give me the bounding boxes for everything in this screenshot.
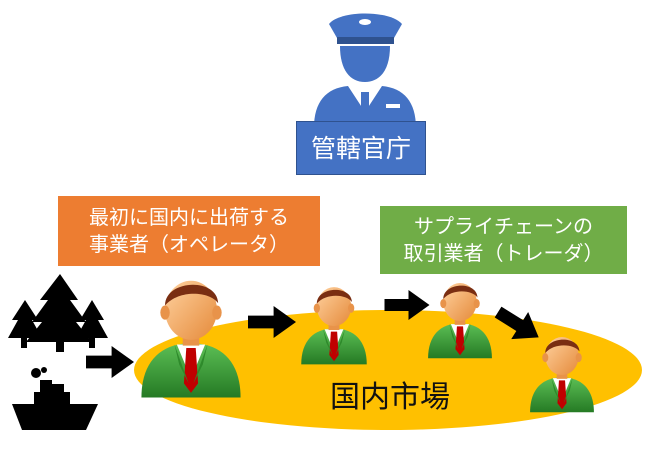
arrow-right-icon (86, 346, 134, 378)
operator-label: 最初に国内に出荷する 事業者（オペレータ） (58, 196, 320, 266)
trader-label: サプライチェーンの 取引業者（トレーダ） (380, 206, 627, 274)
operator-label-line1: 最初に国内に出荷する (89, 205, 289, 229)
market-label: 国内市場 (330, 380, 450, 415)
market-ellipse (134, 310, 642, 430)
operator-label-line2: 事業者（オペレータ） (89, 232, 289, 256)
authority-label-text: 管轄官庁 (310, 134, 411, 163)
officer-icon (314, 13, 416, 128)
trader-label-line2: 取引業者（トレーダ） (403, 241, 604, 265)
forest-icon (8, 274, 108, 352)
trader-label-line1: サプライチェーンの (414, 214, 593, 238)
ship-icon (12, 367, 98, 430)
authority-label: 管轄官庁 (296, 121, 426, 175)
